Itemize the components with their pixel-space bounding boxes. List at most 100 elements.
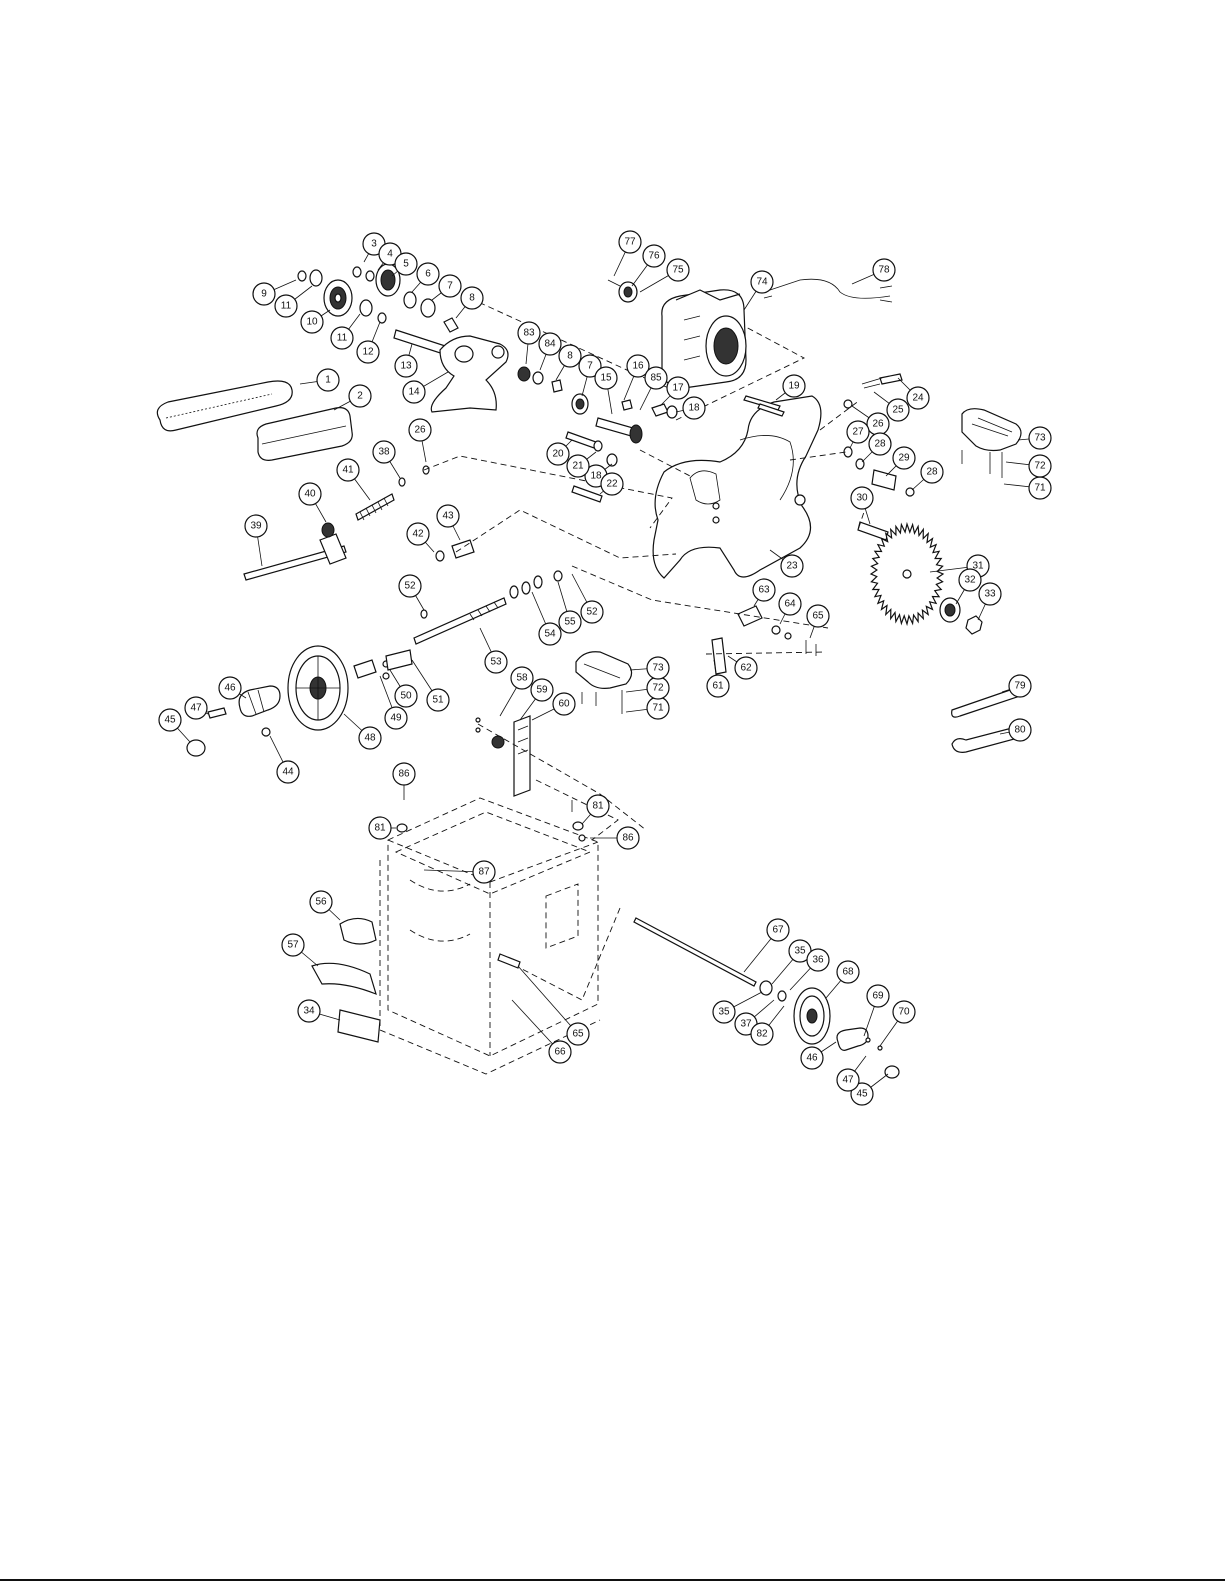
arm-14: [430, 335, 509, 413]
callout-number: 49: [390, 713, 402, 724]
callout-61: 61: [706, 674, 730, 698]
callout-number: 13: [400, 361, 412, 372]
callout-circle: [316, 368, 340, 392]
callout-number: 58: [516, 673, 528, 684]
callout-circle: [546, 442, 570, 466]
callout-71: 71: [1028, 476, 1052, 500]
callout-circle: [782, 374, 806, 398]
callout-46: 46: [218, 676, 242, 700]
callout-circle: [184, 696, 208, 720]
callout-18: 18: [682, 396, 706, 420]
callout-10: 10: [300, 310, 324, 334]
callout-circle: [978, 582, 1002, 606]
callout-14: 14: [402, 380, 426, 404]
callout-number: 50: [400, 691, 412, 702]
motor-pulley-10: [323, 279, 353, 317]
callout-73: 73: [646, 656, 670, 680]
callout-circle: [600, 472, 624, 496]
callout-28: 28: [868, 432, 892, 456]
callout-number: 45: [856, 1089, 868, 1100]
poly-v-belt: [256, 407, 353, 461]
callout-number: 57: [287, 940, 299, 951]
callout-number: 29: [898, 453, 910, 464]
callout-circle: [558, 610, 582, 634]
callout-68: 68: [836, 960, 860, 984]
saw-blade-31: [869, 521, 945, 627]
callout-number: 73: [1034, 433, 1046, 444]
callout-circle: [836, 960, 860, 984]
callout-23: 23: [780, 554, 804, 578]
callout-65: 65: [806, 604, 830, 628]
shaft-67: [633, 917, 757, 987]
callout-number: 1: [325, 375, 331, 386]
callout-number: 18: [688, 403, 700, 414]
callout-40: 40: [298, 482, 322, 506]
callout-28: 28: [920, 460, 944, 484]
callout-85: 85: [644, 366, 668, 390]
callout-number: 55: [564, 617, 576, 628]
callout-80: 80: [1008, 718, 1032, 742]
callout-circle: [1028, 426, 1052, 450]
callout-number: 54: [544, 629, 556, 640]
callout-number: 76: [648, 251, 660, 262]
callout-circle: [780, 554, 804, 578]
callout-52: 52: [398, 574, 422, 598]
callout-number: 47: [842, 1075, 854, 1086]
callout-circle: [336, 458, 360, 482]
callout-circle: [436, 504, 460, 528]
callout-87: 87: [472, 860, 496, 884]
callout-70: 70: [892, 1000, 916, 1024]
callout-number: 84: [544, 339, 556, 350]
callout-number: 70: [898, 1007, 910, 1018]
callout-24: 24: [906, 386, 930, 410]
callout-number: 67: [772, 925, 784, 936]
callout-circle: [920, 460, 944, 484]
callout-36: 36: [806, 948, 830, 972]
callout-number: 37: [740, 1019, 752, 1030]
callout-number: 3: [371, 239, 377, 250]
callout-number: 60: [558, 699, 570, 710]
callout-circle: [850, 486, 874, 510]
callout-number: 65: [572, 1029, 584, 1040]
callout-44: 44: [276, 760, 300, 784]
callout-number: 33: [984, 589, 996, 600]
callout-circle: [276, 760, 300, 784]
label-plate-34: [337, 1009, 381, 1043]
callout-12: 12: [356, 340, 380, 364]
callout-number: 31: [972, 561, 984, 572]
callout-number: 45: [164, 715, 176, 726]
callout-circle: [398, 574, 422, 598]
callout-number: 63: [758, 585, 770, 596]
callout-86: 86: [616, 826, 640, 850]
callout-48: 48: [358, 726, 382, 750]
callout-number: 59: [536, 685, 548, 696]
callout-circle: [394, 252, 418, 276]
callout-number: 11: [281, 301, 292, 312]
trunnion-housing-23: [652, 395, 822, 579]
callout-circle: [644, 366, 668, 390]
callout-number: 7: [447, 281, 453, 292]
callout-circle: [586, 794, 610, 818]
callout-circle: [408, 418, 432, 442]
callout-45: 45: [850, 1082, 874, 1106]
callout-number: 25: [892, 405, 904, 416]
callout-circle: [566, 1022, 590, 1046]
callout-number: 35: [718, 1007, 730, 1018]
callout-74: 74: [750, 270, 774, 294]
callout-circle: [1008, 718, 1032, 742]
callout-20: 20: [546, 442, 570, 466]
callout-circle: [394, 684, 418, 708]
callout-6: 6: [416, 262, 440, 286]
callout-circle: [800, 1046, 824, 1070]
callout-number: 27: [852, 427, 864, 438]
callout-number: 80: [1014, 725, 1026, 736]
callout-number: 10: [306, 317, 318, 328]
tilt-screw-group: [243, 465, 430, 581]
callout-circle: [906, 386, 930, 410]
callout-81: 81: [368, 816, 392, 840]
callout-circle: [958, 568, 982, 592]
callout-number: 75: [672, 265, 684, 276]
callout-circle: [472, 860, 496, 884]
callout-22: 22: [600, 472, 624, 496]
housing-fasteners: [743, 373, 915, 541]
